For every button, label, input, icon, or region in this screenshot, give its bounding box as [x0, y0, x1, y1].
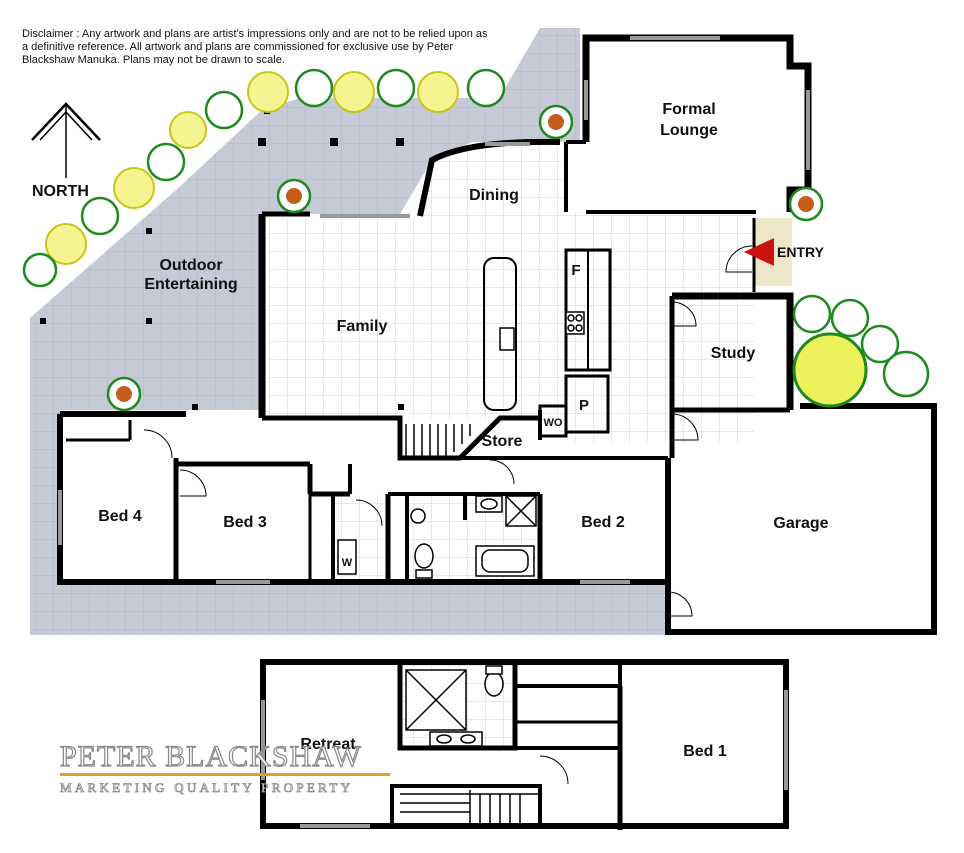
label-outdoor-1: Outdoor [159, 257, 222, 274]
label-pantry: P [579, 397, 589, 414]
feature-shrubs [116, 114, 814, 402]
label-bed1: Bed 1 [683, 743, 727, 760]
label-outdoor-2: Entertaining [144, 276, 237, 293]
label-store: Store [482, 433, 523, 450]
label-dining: Dining [469, 187, 519, 204]
label-bed4: Bed 4 [98, 508, 142, 525]
side-paving-south [30, 585, 666, 635]
label-laundry-w: W [342, 557, 353, 569]
label-family: Family [337, 318, 388, 335]
compass-label: NORTH [32, 183, 89, 200]
label-wo: WO [544, 417, 563, 429]
label-entry: ENTRY [777, 244, 825, 260]
door-swings [143, 245, 753, 785]
label-bed2: Bed 2 [581, 514, 625, 531]
room-labels: NORTH Formal Lounge Dining Outdoor Enter… [32, 101, 829, 760]
logo-divider [60, 773, 390, 776]
dining-bay-wall [417, 138, 561, 217]
outdoor-paving [30, 28, 580, 410]
windows [58, 36, 810, 828]
logo-name: PETER BLACKSHAW [59, 739, 362, 773]
label-formal-lounge-1: Formal [662, 101, 715, 118]
label-bed3: Bed 3 [223, 514, 267, 531]
bathroom-fixtures [337, 311, 585, 747]
label-formal-lounge-2: Lounge [660, 122, 718, 139]
garden-trees-green [22, 68, 930, 412]
stairs [400, 424, 540, 826]
walls [57, 34, 937, 830]
entry-arrow-icon [744, 238, 774, 266]
garden-trees-yellow [45, 71, 459, 265]
large-shrub [792, 332, 868, 408]
disclaimer-text: Disclaimer : Any artwork and plans are a… [22, 28, 488, 66]
label-garage: Garage [773, 515, 828, 532]
north-compass-icon [31, 102, 101, 178]
label-fridge: F [571, 262, 580, 279]
label-retreat: Retreat [300, 736, 356, 753]
logo-tagline: MARKETING QUALITY PROPERTY [60, 780, 354, 796]
label-study: Study [711, 345, 756, 362]
